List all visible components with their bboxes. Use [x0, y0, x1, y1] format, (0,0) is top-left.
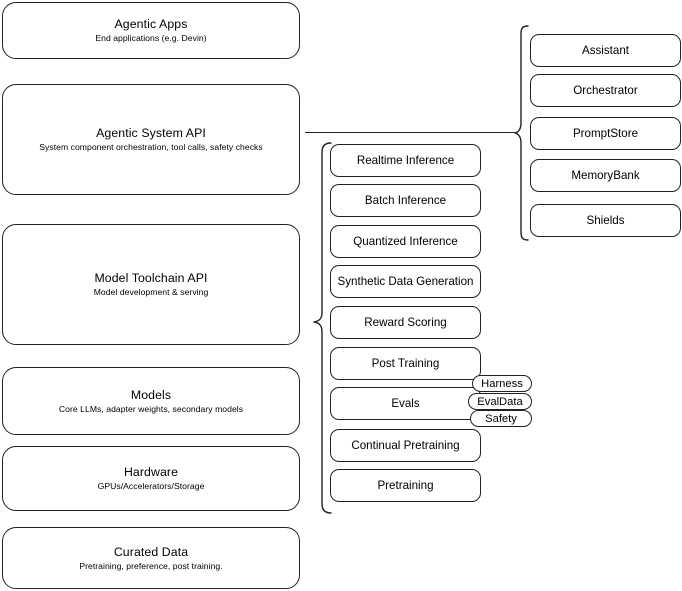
connector-agentic-system-line	[305, 132, 516, 134]
brace-model-toolchain	[313, 142, 332, 514]
item-label: Shields	[586, 214, 625, 227]
eval-badge-evaldata[interactable]: EvalData	[468, 393, 532, 410]
layer-subtitle: GPUs/Accelerators/Storage	[97, 481, 205, 491]
layer-title: Curated Data	[113, 544, 189, 559]
eval-badge-harness[interactable]: Harness	[472, 375, 532, 392]
item-label: Post Training	[371, 357, 440, 370]
agentic-item-memorybank[interactable]: MemoryBank	[530, 159, 681, 192]
item-label: Reward Scoring	[364, 316, 447, 329]
toolchain-item-evals[interactable]: Evals	[330, 387, 481, 420]
agentic-item-assistant[interactable]: Assistant	[530, 34, 681, 67]
toolchain-item-batch-inference[interactable]: Batch Inference	[330, 184, 481, 217]
toolchain-item-quantized-inference[interactable]: Quantized Inference	[330, 225, 481, 258]
layer-subtitle: Core LLMs, adapter weights, secondary mo…	[58, 403, 244, 414]
item-label: Orchestrator	[573, 84, 638, 97]
layer-curated-data[interactable]: Curated Data Pretraining, preference, po…	[2, 527, 300, 589]
layer-title: Model Toolchain API	[94, 271, 208, 285]
toolchain-item-synthetic-data-generation[interactable]: Synthetic Data Generation	[330, 265, 481, 298]
item-label: Pretraining	[377, 479, 434, 492]
brace-agentic-system	[514, 25, 529, 241]
item-label: Synthetic Data Generation	[337, 275, 474, 288]
layer-subtitle: System component orchestration, tool cal…	[39, 142, 263, 152]
item-label: Batch Inference	[364, 194, 447, 207]
layer-title: Hardware	[123, 465, 179, 479]
item-label: MemoryBank	[571, 169, 640, 182]
layer-models[interactable]: Models Core LLMs, adapter weights, secon…	[2, 367, 300, 435]
item-label: PromptStore	[572, 127, 639, 140]
toolchain-item-reward-scoring[interactable]: Reward Scoring	[330, 306, 481, 339]
layer-title: Agentic System API	[96, 126, 206, 140]
eval-badge-safety[interactable]: Safety	[470, 410, 532, 427]
badge-label: Harness	[481, 377, 523, 390]
item-label: Evals	[391, 397, 420, 410]
layer-subtitle: End applications (e.g. Devin)	[95, 33, 207, 43]
toolchain-item-realtime-inference[interactable]: Realtime Inference	[330, 144, 481, 177]
toolchain-item-pretraining[interactable]: Pretraining	[330, 469, 481, 502]
agentic-item-shields[interactable]: Shields	[530, 204, 681, 237]
agentic-item-orchestrator[interactable]: Orchestrator	[530, 74, 681, 107]
layer-title: Models	[130, 387, 172, 402]
layer-title: Agentic Apps	[114, 17, 188, 31]
toolchain-item-continual-pretraining[interactable]: Continual Pretraining	[330, 429, 481, 462]
item-label: Quantized Inference	[353, 235, 458, 248]
layer-agentic-system-api[interactable]: Agentic System API System component orch…	[2, 84, 300, 195]
layer-subtitle: Model development & serving	[93, 287, 209, 297]
agentic-item-promptstore[interactable]: PromptStore	[530, 117, 681, 150]
item-label: Assistant	[581, 44, 630, 57]
layer-model-toolchain-api[interactable]: Model Toolchain API Model development & …	[2, 224, 300, 345]
badge-label: Safety	[485, 412, 517, 425]
layer-agentic-apps[interactable]: Agentic Apps End applications (e.g. Devi…	[2, 2, 300, 59]
item-label: Realtime Inference	[356, 154, 455, 167]
toolchain-item-post-training[interactable]: Post Training	[330, 347, 481, 380]
item-label: Continual Pretraining	[351, 439, 460, 452]
badge-label: EvalData	[477, 395, 523, 408]
layer-hardware[interactable]: Hardware GPUs/Accelerators/Storage	[2, 446, 300, 511]
layer-subtitle: Pretraining, preference, post training.	[79, 560, 223, 571]
